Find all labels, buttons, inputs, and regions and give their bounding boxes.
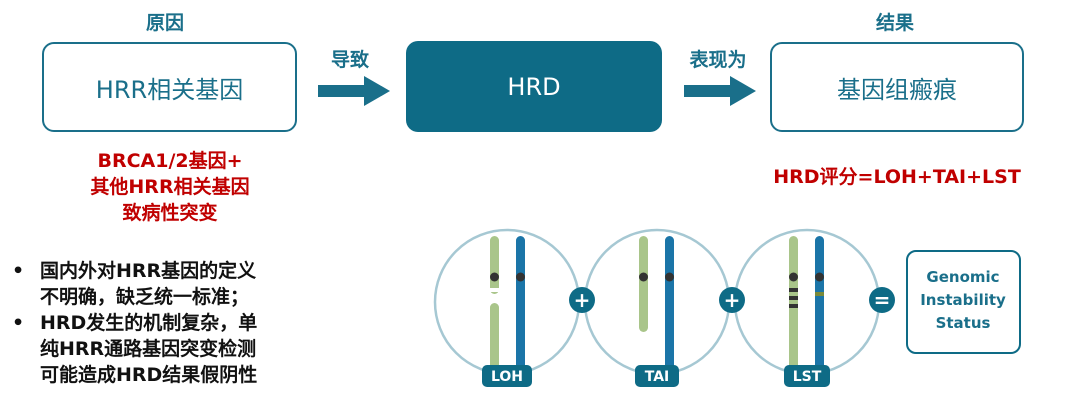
hrd-label: HRD [507,72,561,101]
genomic-instability-figure: + + = LOH TAI LST Genomic Instability St… [433,228,1021,387]
mutation-note: BRCA1/2基因+ 其他HRR相关基因 致病性突变 [40,148,300,226]
mutation-note-line: 其他HRR相关基因 [90,176,250,198]
bullet-line: 可能造成HRD结果假阴性 [40,364,258,386]
plus-operator-icon: + [719,287,745,313]
leads-to-label: 导致 [330,49,369,71]
genomic-instability-status-box: Genomic Instability Status [906,250,1021,354]
lst-tag-label: LST [793,369,822,385]
bullet-item: • 国内外对HRR基因的定义 不明确，缺乏统一标准； [12,258,322,310]
bullet-line: 纯HRR通路基因突变检测 [40,338,257,360]
bullet-line: 不明确，缺乏统一标准； [40,286,250,308]
plus-operator-icon: + [569,287,595,313]
tai-tag: TAI [635,365,679,387]
mutation-note-line: BRCA1/2基因+ [97,150,243,172]
hrd-score-formula: HRD评分=LOH+TAI+LST [773,166,1021,188]
genomic-scar-label: 基因组瘢痕 [837,75,957,104]
operator-symbol: + [574,288,591,312]
loh-chromosome-pair [489,236,525,371]
arrow-right-icon [684,76,756,106]
hrr-genes-label: HRR相关基因 [95,75,244,104]
tai-chromosome-pair [639,236,674,371]
status-line: Status [936,314,991,332]
status-line: Genomic [926,268,999,286]
bullet-marker: • [12,312,25,334]
status-line: Instability [920,291,1006,309]
operator-symbol: + [724,288,741,312]
result-heading: 结果 [875,12,914,34]
bullet-line: 国内外对HRR基因的定义 [40,260,257,282]
tai-tag-label: TAI [645,369,670,385]
bullet-marker: • [12,260,25,282]
equals-operator-icon: = [869,287,895,313]
genomic-scar-box: 基因组瘢痕 [770,42,1024,132]
cause-heading: 原因 [145,12,184,34]
bullet-line: HRD发生的机制复杂，单 [40,312,258,334]
hrr-genes-box: HRR相关基因 [42,42,297,132]
arrow-right-icon [318,76,390,106]
mutation-note-line: 致病性突变 [122,202,218,224]
loh-ring [433,228,581,376]
hrd-box: HRD [406,41,662,132]
bullet-item: • HRD发生的机制复杂，单 纯HRR通路基因突变检测 可能造成HRD结果假阴性 [12,310,322,388]
loh-tag-label: LOH [491,369,523,385]
bullet-list: • 国内外对HRR基因的定义 不明确，缺乏统一标准； • HRD发生的机制复杂，… [12,258,322,388]
lst-tag: LST [784,365,830,387]
lst-chromosome-pair [789,236,824,371]
lst-ring [733,228,881,376]
manifests-as-label: 表现为 [689,49,747,71]
loh-tag: LOH [482,365,532,387]
operator-symbol: = [874,288,891,312]
tai-ring [583,228,731,376]
